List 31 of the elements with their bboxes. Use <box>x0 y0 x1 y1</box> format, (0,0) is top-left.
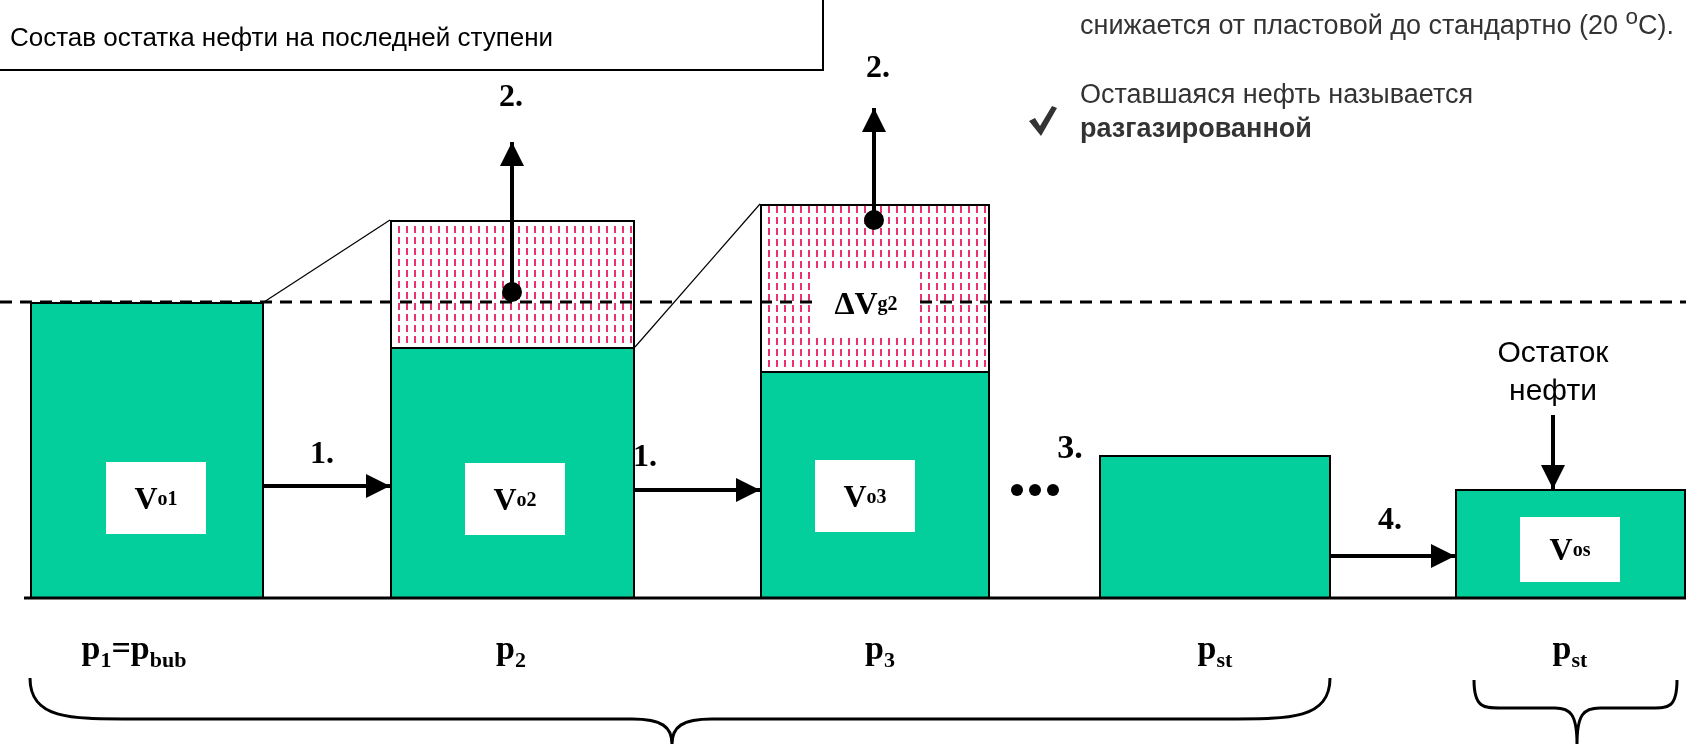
body-text: Оставшаяся нефть называется разгазированной <box>1080 78 1475 145</box>
arrow <box>862 108 886 230</box>
edge-label: 1. <box>310 433 334 471</box>
pressure-label: p$_{2}$ <box>496 629 526 673</box>
note-text: Состав остатка нефти на последней ступени <box>10 22 554 53</box>
gas-volume-box <box>390 220 635 349</box>
pressure-label: p$_{1}$=p$_{bub}$ <box>81 629 187 673</box>
oil-volume-box <box>1099 455 1331 599</box>
pressure-label: p$_{3}$ <box>865 629 895 673</box>
edge-label: 2. <box>866 47 890 85</box>
body-text: снижается от пластовой до стандартно (20 $^{o}$C). <box>1080 3 1676 42</box>
oil-volume-box <box>30 302 264 599</box>
connector-line <box>263 219 391 303</box>
arrow <box>264 474 390 498</box>
edge-label: 1. <box>633 436 657 474</box>
edge-label: 4. <box>1378 499 1402 537</box>
arrow <box>500 142 524 302</box>
edge-label: 2. <box>499 76 523 114</box>
note-box <box>0 0 824 71</box>
oil-volume-box <box>390 347 635 599</box>
callout-text: Остаток нефти <box>1496 334 1610 408</box>
gas-volume-box <box>760 204 990 373</box>
pressure-label: p$_{st}$ <box>1552 629 1588 673</box>
step-number: 3. <box>1057 428 1083 466</box>
oil-volume-box <box>760 371 990 599</box>
oil-volume-box <box>1455 489 1686 599</box>
arrow <box>635 478 760 502</box>
connector-line <box>634 203 761 348</box>
arrow <box>1541 415 1565 489</box>
pressure-label: p$_{st}$ <box>1197 629 1233 673</box>
arrow <box>1331 544 1455 568</box>
